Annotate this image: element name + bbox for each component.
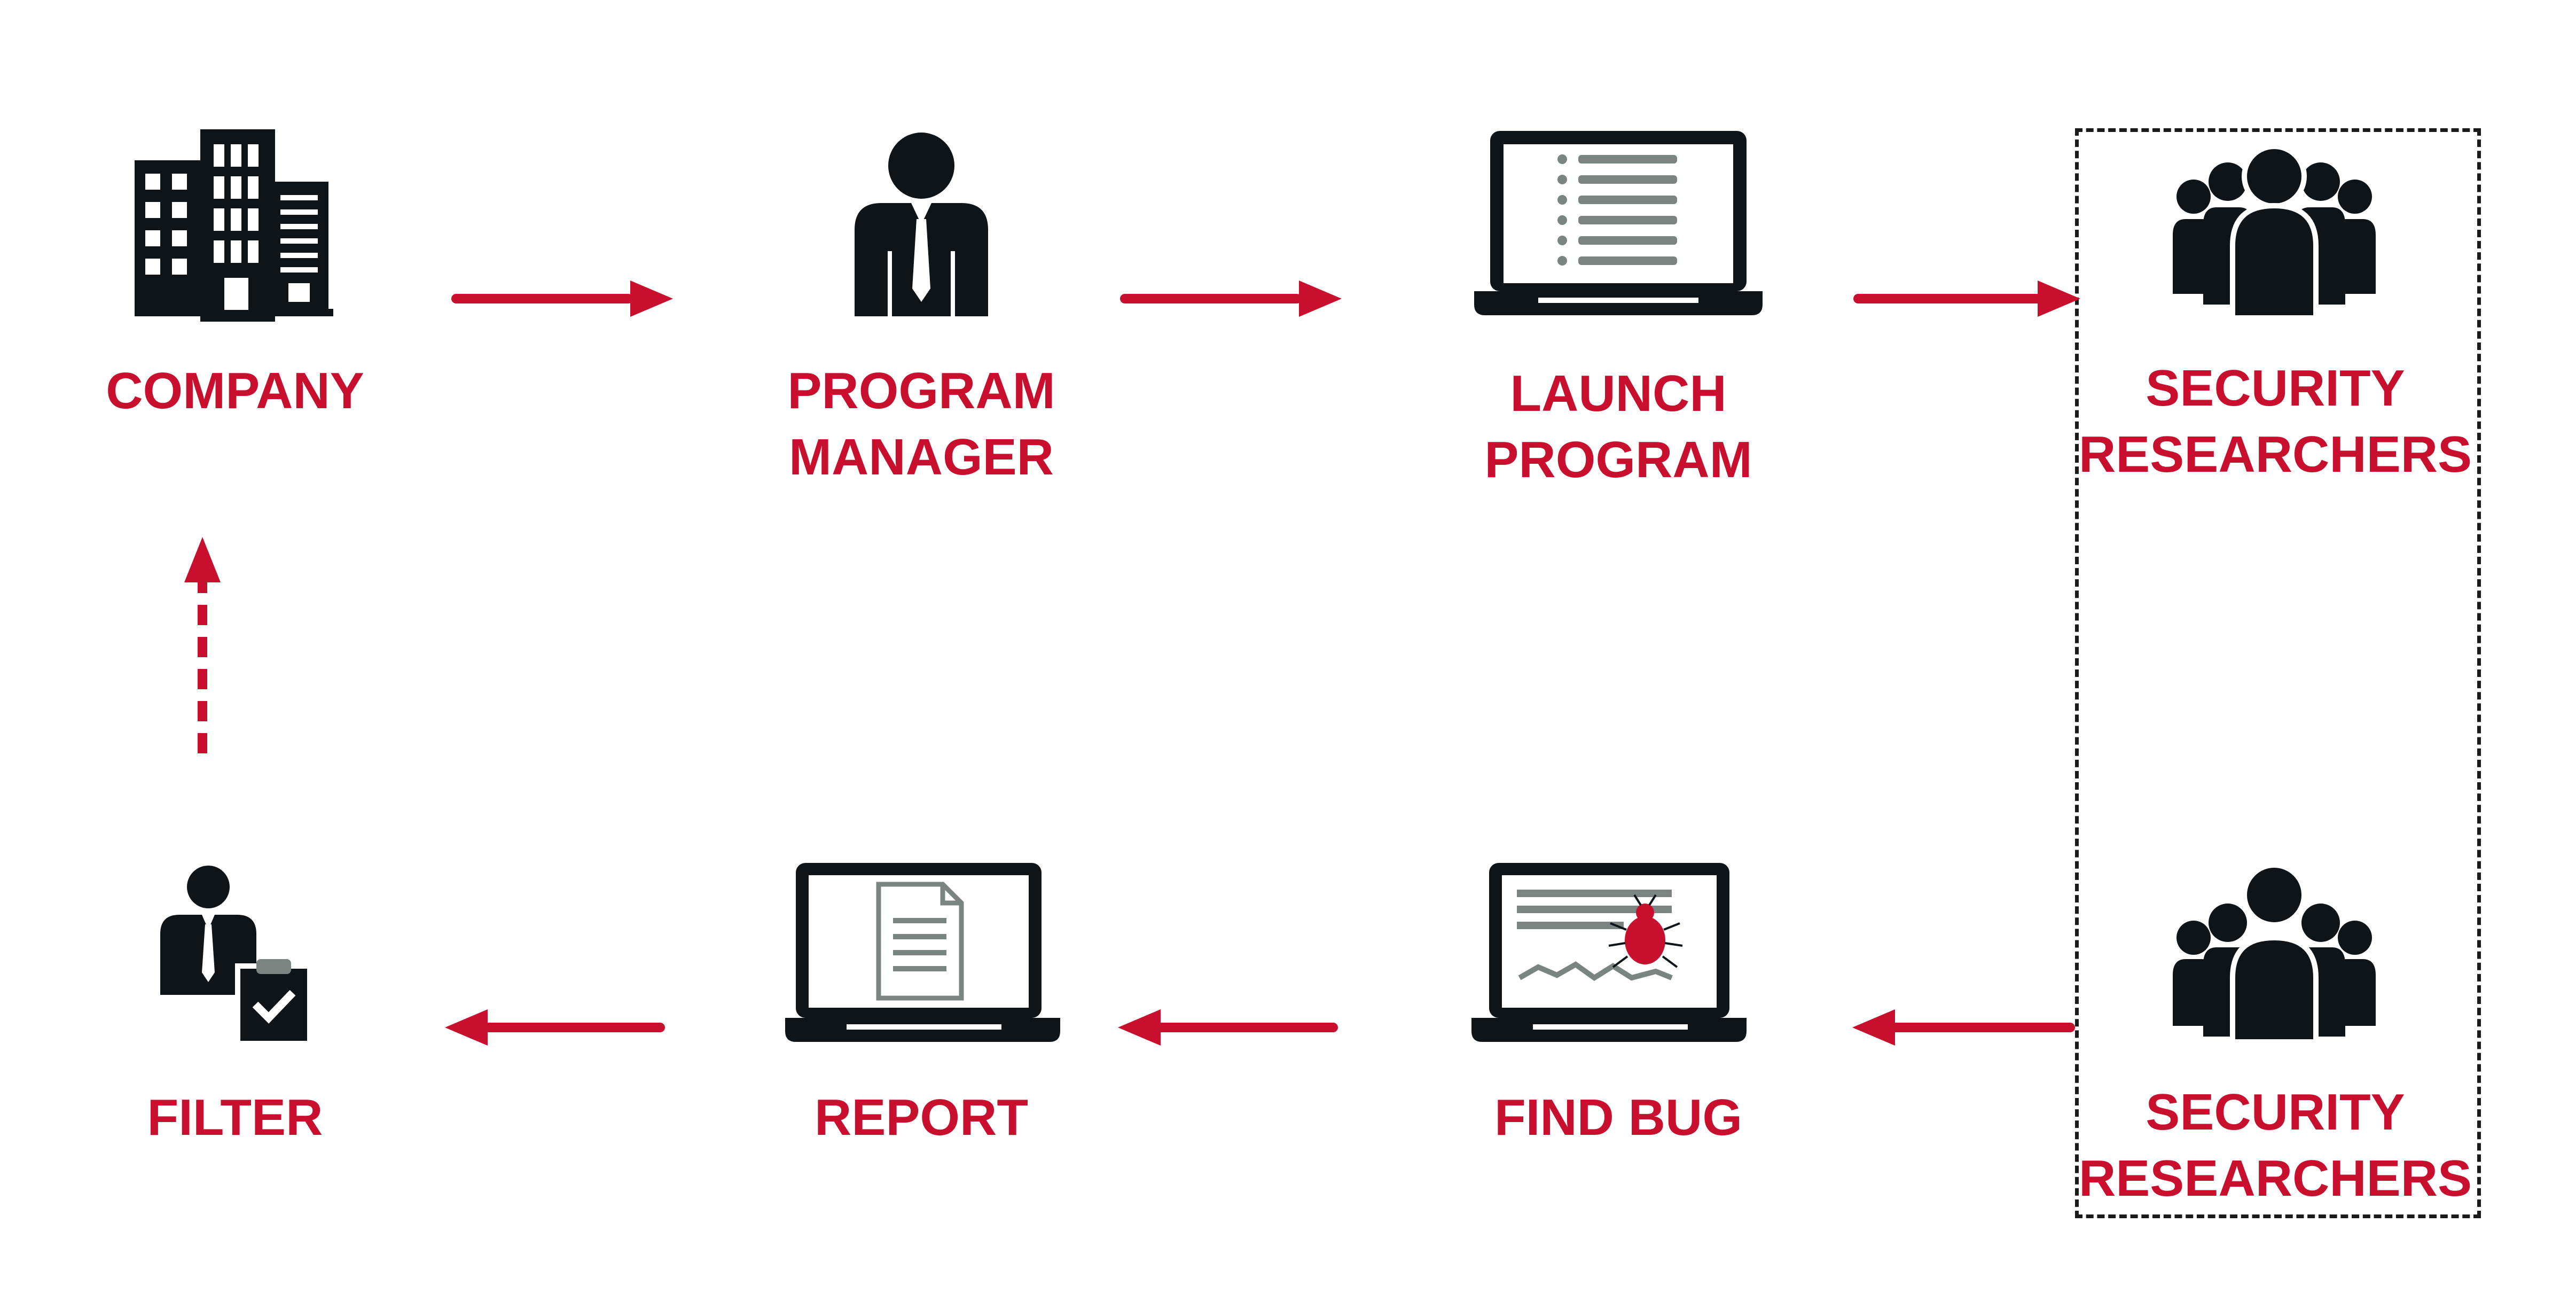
arrow-findbug-to-report bbox=[1118, 1009, 1338, 1046]
office-building-icon bbox=[135, 129, 333, 322]
arrow-manager-to-launch bbox=[1120, 281, 1342, 317]
arrow-report-to-filter bbox=[445, 1009, 665, 1046]
laptop-list-icon bbox=[1474, 131, 1763, 315]
dashed-arrow-filter-to-company bbox=[184, 537, 221, 753]
security-researchers-top-label: SECURITY RESEARCHERS bbox=[2072, 355, 2478, 488]
find-bug-label: FIND BUG bbox=[1458, 1085, 1779, 1151]
laptop-document-icon bbox=[785, 863, 1060, 1042]
security-researchers-top-line-2: RESEARCHERS bbox=[2078, 426, 2472, 483]
launch-program-label-line-2: PROGRAM bbox=[1484, 431, 1752, 488]
report-label: REPORT bbox=[761, 1085, 1082, 1151]
security-researchers-bottom-label: SECURITY RESEARCHERS bbox=[2072, 1079, 2478, 1212]
security-researchers-top-line-1: SECURITY bbox=[2146, 360, 2405, 417]
launch-program-label: LAUNCH PROGRAM bbox=[1458, 361, 1779, 493]
person-clipboard-icon bbox=[160, 866, 312, 1046]
business-person-icon bbox=[855, 133, 988, 316]
arrow-launch-to-researchers bbox=[1853, 281, 2080, 317]
program-manager-label-line-2: MANAGER bbox=[789, 429, 1054, 486]
program-manager-label-line-1: PROGRAM bbox=[787, 362, 1055, 419]
arrow-company-to-manager bbox=[451, 281, 673, 317]
bug-icon bbox=[1608, 894, 1683, 968]
security-researchers-bottom-line-1: SECURITY bbox=[2146, 1084, 2405, 1141]
filter-label: FILTER bbox=[75, 1085, 395, 1151]
researchers-group-box bbox=[2075, 128, 2481, 1218]
report-label-line: REPORT bbox=[814, 1089, 1029, 1146]
program-manager-label: PROGRAM MANAGER bbox=[761, 358, 1082, 490]
people-group-icon bbox=[2173, 144, 2376, 321]
arrow-researchers-to-findbug bbox=[1852, 1009, 2075, 1046]
filter-label-line: FILTER bbox=[147, 1089, 323, 1146]
security-researchers-bottom-line-2: RESEARCHERS bbox=[2078, 1150, 2472, 1207]
company-label: COMPANY bbox=[75, 358, 395, 424]
find-bug-label-line: FIND BUG bbox=[1494, 1089, 1742, 1146]
laptop-bug-icon bbox=[1471, 863, 1747, 1042]
company-label-line: COMPANY bbox=[106, 362, 364, 419]
people-group-icon bbox=[2173, 862, 2376, 1045]
launch-program-label-line-1: LAUNCH bbox=[1510, 365, 1727, 422]
